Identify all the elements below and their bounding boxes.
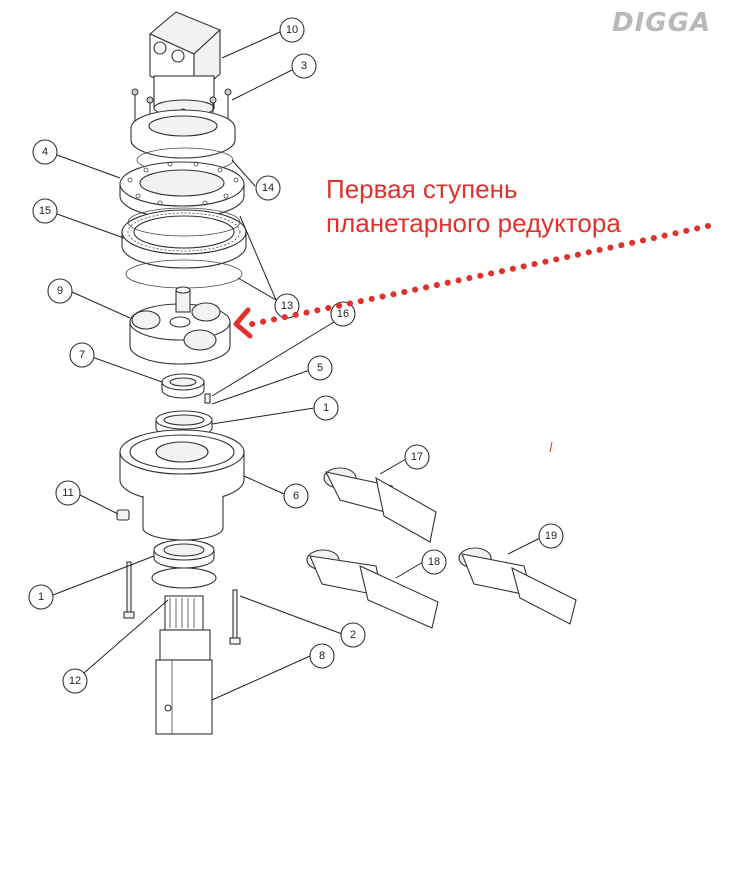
part-9-planetary-carrier [129,286,231,365]
part-19-shaft [458,547,577,625]
part-1-bearing-bottom [151,539,217,589]
callout-11: 11 [55,480,81,506]
callout-17: 17 [404,444,430,470]
annotation-text: Первая ступень планетарного редуктора [326,172,686,240]
part-15-ring-gear [121,209,247,269]
callout-5: 5 [307,355,333,381]
callout-4: 4 [32,139,58,165]
svg-text:5: 5 [317,362,323,374]
svg-text:9: 9 [57,285,63,297]
part-5-pin [204,393,211,404]
dotted-red-arrow [233,223,711,339]
svg-text:14: 14 [262,182,274,194]
svg-text:4: 4 [42,146,48,158]
callout-12: 12 [62,668,88,694]
svg-text:1: 1 [38,591,44,603]
svg-text:16: 16 [337,308,349,320]
callout-2: 2 [340,622,366,648]
svg-text:10: 10 [286,24,298,36]
svg-text:19: 19 [545,530,557,542]
stray-red-mark [549,441,553,453]
callout-9: 9 [47,278,73,304]
svg-text:1: 1 [323,402,329,414]
svg-text:18: 18 [428,556,440,568]
annotation-line-1: Первая ступень [326,174,518,204]
svg-text:8: 8 [319,650,325,662]
callout-19: 19 [538,523,564,549]
callout-18: 18 [421,549,447,575]
callout-1-top: 1 [313,395,339,421]
callout-circles: 10 3 4 14 15 13 9 16 7 5 1 6 17 11 19 18… [28,17,564,694]
callout-15: 15 [32,198,58,224]
svg-text:12: 12 [69,675,81,687]
part-11-plug [116,509,130,521]
part-4-ring-flange [119,161,245,219]
callout-3: 3 [291,53,317,79]
part-2-long-bolts [123,561,241,645]
callout-1-bottom: 1 [28,584,54,610]
callout-10: 10 [279,17,305,43]
svg-text:15: 15 [39,205,51,217]
callout-6: 6 [283,483,309,509]
part-7-bearing-ring [161,373,205,399]
callout-16: 16 [330,301,356,327]
part-8-output-shaft [155,595,213,735]
svg-text:2: 2 [350,629,356,641]
svg-text:13: 13 [281,300,293,312]
part-6-housing [119,429,245,541]
callout-7: 7 [69,342,95,368]
digga-logo: DIGGA [612,8,712,38]
svg-text:6: 6 [293,490,299,502]
part-17-shaft [323,467,437,543]
callout-8: 8 [309,643,335,669]
svg-text:3: 3 [301,60,307,72]
part-10-hydraulic-motor [148,11,222,117]
svg-text:17: 17 [411,451,423,463]
callout-14: 14 [255,175,281,201]
svg-text:11: 11 [62,487,73,499]
svg-text:7: 7 [79,349,85,361]
part-18-shaft [306,549,439,629]
annotation-line-2: планетарного редуктора [326,208,621,238]
leader-lines [52,31,541,701]
